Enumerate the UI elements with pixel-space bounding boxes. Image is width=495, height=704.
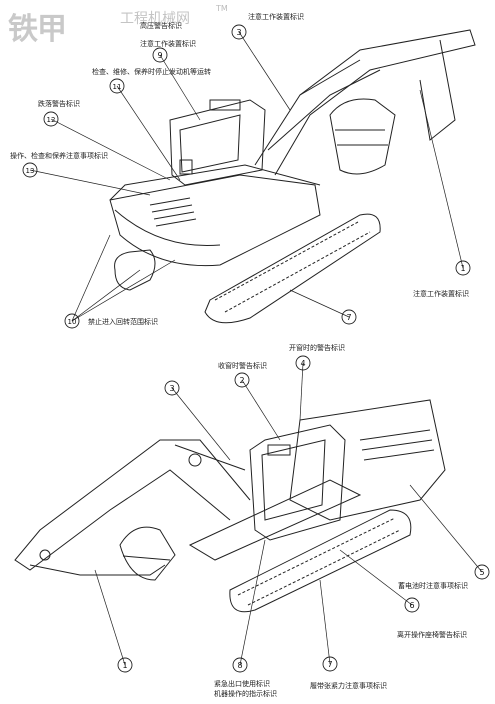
top-cab [169, 99, 266, 186]
bottom-arm [29, 564, 166, 576]
marker-top-13: 13 [26, 167, 35, 175]
marker-bottom-5: 5 [479, 568, 484, 577]
bottom-bucket [119, 526, 176, 581]
label-bottom-extra: 机器操作的指示标识 [214, 690, 277, 698]
label-top-12: 跌落警告标识 [38, 100, 80, 108]
top-arm [419, 39, 456, 141]
marker-top-10: 10 [68, 318, 77, 326]
bottom-body [289, 399, 446, 521]
marker-bottom-7: 7 [327, 660, 332, 669]
top-body [109, 174, 321, 267]
top-track [204, 213, 381, 324]
label-bottom-4: 开窗时的警告标识 [289, 344, 345, 352]
marker-bottom-1: 1 [122, 661, 127, 670]
label-top-13: 操作、检查和保养注意事项标识 [10, 152, 108, 160]
bottom-leaders [94, 362, 483, 666]
marker-bottom-8: 8 [237, 661, 242, 670]
label-top-9: 高压警告标识 [140, 22, 182, 30]
label-top-3: 注意工作装置标识 [248, 13, 304, 21]
label-bottom-8: 紧急出口使用标识 [214, 680, 270, 688]
marker-top-12: 12 [47, 116, 56, 124]
marker-bottom-3: 3 [169, 384, 174, 393]
label-top-11: 检查、维修、保养时停止发动机等运转 [92, 68, 211, 76]
top-bucket [329, 98, 396, 175]
marker-bottom-2: 2 [239, 376, 244, 385]
bottom-track [229, 509, 412, 613]
label-top-10: 禁止进入回转范围标识 [88, 318, 158, 326]
watermark-site: 工程机械网 [120, 11, 190, 27]
top-boom [254, 29, 476, 176]
marker-top-9: 9 [157, 51, 162, 60]
marker-top-11: 11 [113, 83, 122, 91]
label-bottom-6: 离开操作座椅警告标识 [397, 631, 467, 639]
marker-top-1: 1 [460, 264, 465, 273]
top-leaders [29, 31, 464, 322]
marker-top-3: 3 [236, 28, 241, 37]
label-top-1: 注意工作装置标识 [413, 290, 469, 298]
bottom-excavator [14, 399, 446, 613]
label-bottom-5: 蓄电池时注意事项标识 [398, 582, 468, 590]
marker-top-7: 7 [346, 313, 351, 322]
marker-bottom-4: 4 [300, 359, 305, 368]
label-top-extra: 注意工作装置标识 [140, 40, 196, 48]
watermark-logo: 铁甲 [8, 12, 67, 47]
watermark-tm: TM [216, 4, 228, 13]
bottom-boom [14, 439, 251, 571]
label-bottom-7: 履带张紧力注意事项标识 [310, 682, 387, 690]
label-bottom-2: 收窗时警告标识 [218, 362, 267, 370]
callout-markers [22, 24, 490, 673]
marker-bottom-6: 6 [409, 601, 414, 610]
bottom-cab [249, 424, 346, 541]
